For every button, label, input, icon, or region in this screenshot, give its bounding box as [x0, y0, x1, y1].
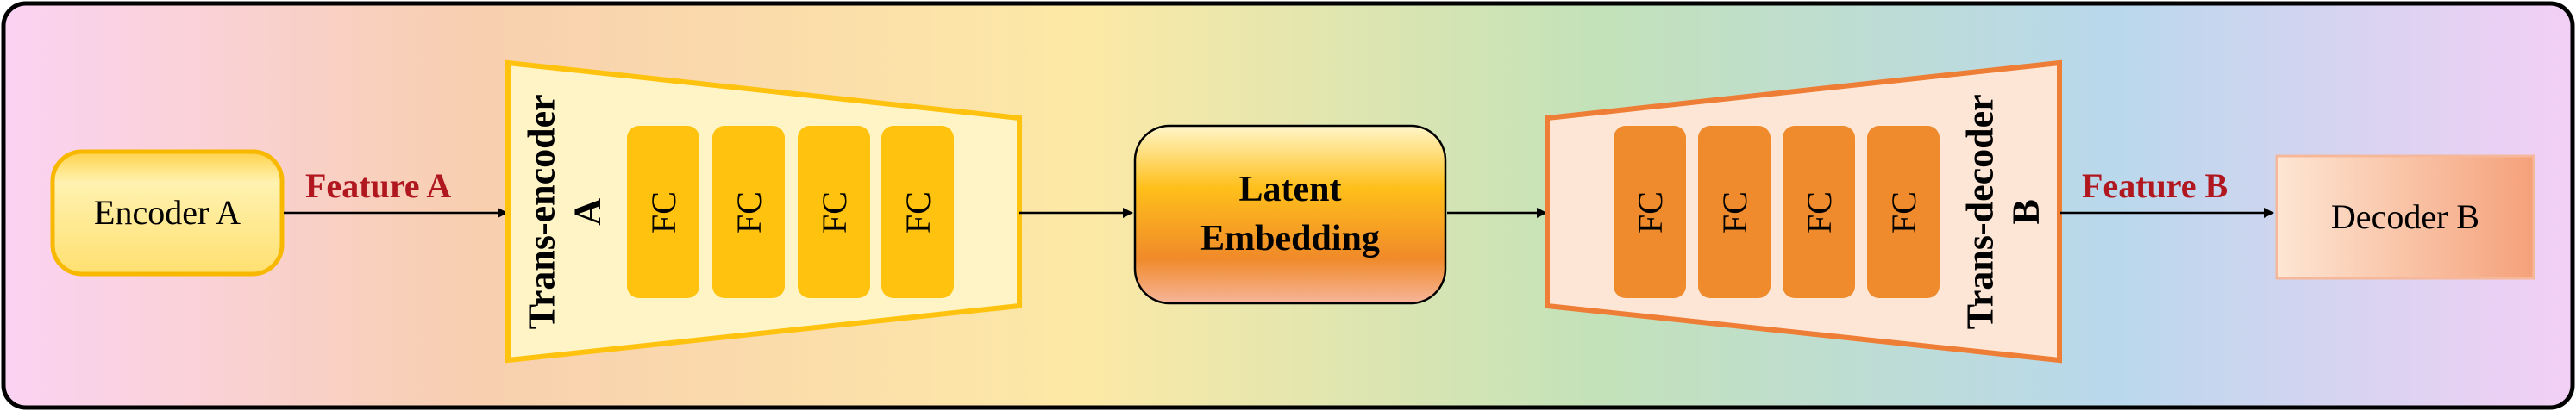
fc-label-left-2: FC — [729, 190, 768, 234]
trans-encoder-title-line: Trans-encoder — [520, 94, 563, 329]
fc-label-right-2: FC — [1714, 190, 1754, 234]
latent-embedding-box — [1133, 124, 1447, 305]
latent-line-1: Latent — [1238, 170, 1342, 210]
fc-label-right-4: FC — [1883, 190, 1923, 234]
fc-block-left-1 — [627, 126, 699, 298]
fc-label-left-3: FC — [814, 190, 854, 234]
fc-block-right-4 — [1867, 126, 1940, 298]
feature-b-label: Feature B — [2082, 166, 2228, 205]
fc-block-right-3 — [1783, 126, 1855, 298]
fc-label-left-4: FC — [898, 190, 937, 234]
feature-a-label: Feature A — [305, 166, 452, 205]
decoder-b-box — [2275, 154, 2535, 280]
encoder-a-box — [50, 149, 285, 277]
trans-decoder-title-line: Trans-decoder — [1959, 94, 2002, 329]
fc-label-left-1: FC — [643, 190, 683, 234]
fc-label-right-1: FC — [1630, 190, 1670, 234]
trans-decoder-title: Trans-decoder B — [1956, 63, 2051, 360]
decoder-b-label: Decoder B — [2330, 197, 2480, 236]
trans-encoder-sub-line: A — [566, 197, 609, 226]
trans-decoder-sub-line: B — [2004, 198, 2047, 225]
fc-label-right-3: FC — [1799, 190, 1839, 234]
latent-line-2: Embedding — [1200, 219, 1380, 258]
encoder-a-label: Encoder A — [94, 193, 241, 232]
fc-block-right-1 — [1614, 126, 1686, 298]
fc-block-left-2 — [712, 126, 785, 298]
fc-block-left-4 — [881, 126, 954, 298]
fc-block-left-3 — [798, 126, 870, 298]
fc-block-right-2 — [1698, 126, 1771, 298]
latent-embedding-label: Latent Embedding — [1135, 126, 1445, 303]
trans-encoder-title: Trans-encoder A — [517, 63, 612, 360]
